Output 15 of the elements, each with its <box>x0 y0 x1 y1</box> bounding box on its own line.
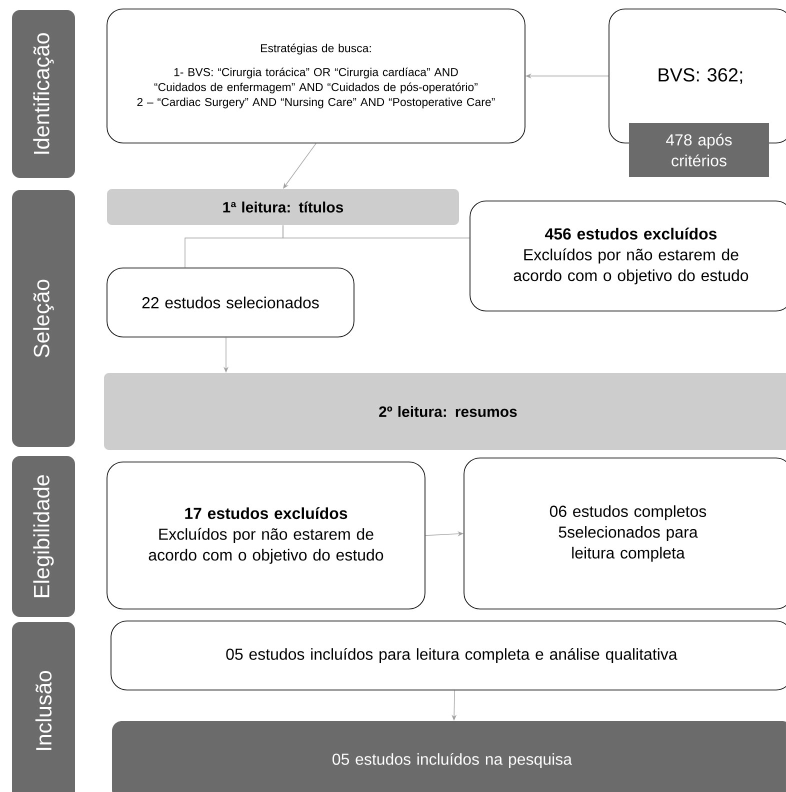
selected-box: 22 estudos selecionados <box>106 268 354 338</box>
final-box: 05 estudos incluídos na pesquisa <box>112 721 786 792</box>
stage-tab: Elegibilidade <box>12 456 75 617</box>
complete-studies-box: 06 estudos completos 5selecionados para leitura completa <box>464 458 786 610</box>
stage-tab: Seleção <box>12 190 75 447</box>
stage-tab: Inclusão <box>12 622 75 792</box>
search-strategy-box: Estratégias de busca: 1- BVS: “Cirurgia torácica” OR “Cirurgia cardíaca” AND “Cuidados de enfermagem” AND “Cuidados de pós-operatório” 2 – “Cardiac Surgery” AND “Nursing Care” AND “Postoperative Care” <box>106 8 526 144</box>
result-box: 478 após critérios <box>629 123 769 177</box>
connector <box>282 224 470 238</box>
included-box: 05 estudos incluídos para leitura completa e análise qualitativa <box>110 620 786 690</box>
stage-tab: Identificação <box>12 10 75 178</box>
reading-bar: 2º leitura: resumos <box>104 373 786 450</box>
excluded-box: 17 estudos excluídos Excluídos por não estarem de acordo com o objetivo do estudo <box>106 462 426 610</box>
reading-bar: 1ª leitura: títulos <box>107 189 459 225</box>
excluded-box: 456 estudos excluídos Excluídos por não estarem de acordo com o objetivo do estudo <box>470 200 786 312</box>
